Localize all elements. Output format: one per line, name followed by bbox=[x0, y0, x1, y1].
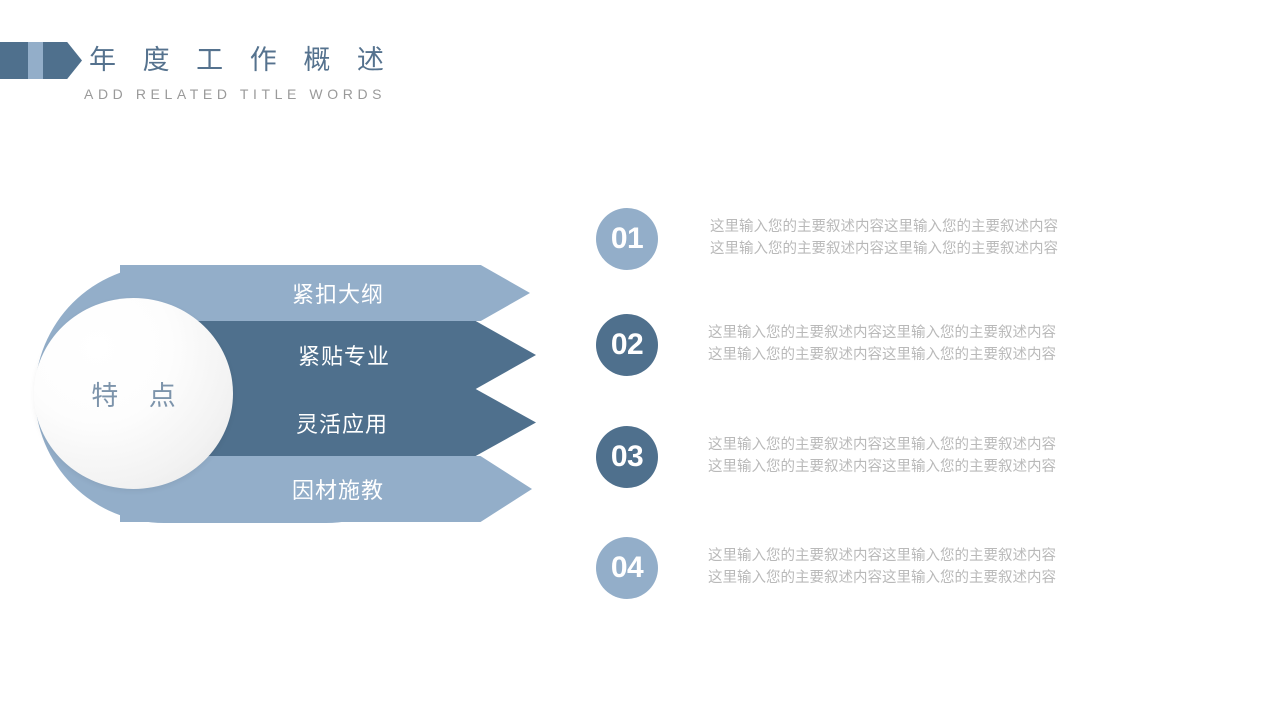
item-description: 这里输入您的主要叙述内容这里输入您的主要叙述内容 这里输入您的主要叙述内容这里输… bbox=[710, 216, 1130, 260]
item-number-badge[interactable]: 01 bbox=[596, 208, 658, 270]
item-description-line1: 这里输入您的主要叙述内容这里输入您的主要叙述内容 bbox=[708, 437, 1056, 453]
item-description-line2: 这里输入您的主要叙述内容这里输入您的主要叙述内容 bbox=[708, 570, 1056, 586]
banner-block-light-middle bbox=[28, 42, 43, 79]
feature-chevron-diagram: 紧扣大纲 紧贴专业 灵活应用 因材施教 特 点 bbox=[0, 250, 580, 540]
chevron-bar-1[interactable]: 紧扣大纲 bbox=[120, 265, 530, 321]
banner-arrow-dark-right bbox=[43, 42, 82, 79]
list-item[interactable]: 02 这里输入您的主要叙述内容这里输入您的主要叙述内容 这里输入您的主要叙述内容… bbox=[596, 314, 1196, 400]
item-description-line2: 这里输入您的主要叙述内容这里输入您的主要叙述内容 bbox=[710, 241, 1058, 257]
chevron-bar-1-label: 紧扣大纲 bbox=[292, 283, 385, 308]
item-description-line2: 这里输入您的主要叙述内容这里输入您的主要叙述内容 bbox=[708, 459, 1056, 475]
banner-block-dark-left bbox=[0, 42, 28, 79]
item-description-line1: 这里输入您的主要叙述内容这里输入您的主要叙述内容 bbox=[708, 548, 1056, 564]
diagram-core-label: 特 点 bbox=[91, 381, 187, 412]
item-description-line1: 这里输入您的主要叙述内容这里输入您的主要叙述内容 bbox=[710, 219, 1058, 235]
item-description-line1: 这里输入您的主要叙述内容这里输入您的主要叙述内容 bbox=[708, 325, 1056, 341]
item-number-badge[interactable]: 03 bbox=[596, 426, 658, 488]
item-number-badge[interactable]: 02 bbox=[596, 314, 658, 376]
item-description: 这里输入您的主要叙述内容这里输入您的主要叙述内容 这里输入您的主要叙述内容这里输… bbox=[708, 322, 1128, 366]
chevron-bar-3-label: 灵活应用 bbox=[296, 412, 389, 438]
page-subtitle: ADD RELATED TITLE WORDS bbox=[84, 86, 387, 102]
list-item[interactable]: 03 这里输入您的主要叙述内容这里输入您的主要叙述内容 这里输入您的主要叙述内容… bbox=[596, 426, 1196, 512]
page-title: 年 度 工 作 概 述 bbox=[89, 45, 393, 76]
item-description: 这里输入您的主要叙述内容这里输入您的主要叙述内容 这里输入您的主要叙述内容这里输… bbox=[708, 545, 1128, 589]
chevron-bar-4-label: 因材施教 bbox=[292, 479, 385, 504]
list-item[interactable]: 01 这里输入您的主要叙述内容这里输入您的主要叙述内容 这里输入您的主要叙述内容… bbox=[596, 208, 1196, 294]
diagram-core-circle: 特 点 bbox=[34, 298, 233, 489]
header-banner-decoration bbox=[0, 42, 82, 79]
item-number-badge[interactable]: 04 bbox=[596, 537, 658, 599]
chevron-bar-2-label: 紧贴专业 bbox=[298, 345, 391, 370]
item-description-line2: 这里输入您的主要叙述内容这里输入您的主要叙述内容 bbox=[708, 347, 1056, 363]
list-item[interactable]: 04 这里输入您的主要叙述内容这里输入您的主要叙述内容 这里输入您的主要叙述内容… bbox=[596, 537, 1196, 623]
item-description: 这里输入您的主要叙述内容这里输入您的主要叙述内容 这里输入您的主要叙述内容这里输… bbox=[708, 434, 1128, 478]
